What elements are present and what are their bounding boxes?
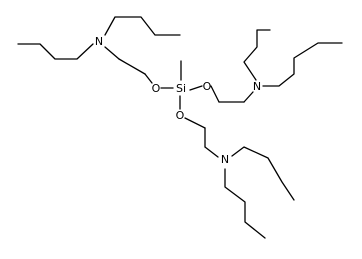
bond-o-left-c1 — [144, 73, 153, 84]
atom-n-top-left: N — [95, 35, 103, 48]
atom-n-right: N — [253, 80, 261, 93]
bond-butyl-bottom-b — [224, 168, 266, 239]
atom-o-left: O — [152, 82, 161, 95]
atom-labels: Si O O O N N N — [95, 35, 261, 166]
bond-butyl-bottom-a — [231, 146, 295, 201]
bonds — [17, 16, 343, 239]
atom-o-bottom: O — [176, 109, 185, 122]
bond-butyl-top-left-b — [17, 43, 94, 60]
atom-o-right: O — [203, 80, 212, 93]
bond-butyl-right-b — [262, 42, 343, 87]
bond-o-bottom-c1 — [184, 117, 206, 129]
bond-butyl-top-left-a — [104, 16, 181, 36]
bond-c2-n-right — [243, 91, 254, 103]
bond-butyl-right-a — [243, 29, 271, 81]
bond-c2-n-top-left — [104, 46, 120, 60]
atom-si: Si — [176, 82, 186, 95]
bond-c1-c2-left — [118, 58, 146, 75]
bond-si-o-right — [189, 85, 203, 91]
bond-c2-n-bottom — [204, 146, 219, 158]
bond-o-right-c1 — [210, 85, 220, 103]
atom-n-bottom: N — [221, 153, 229, 166]
